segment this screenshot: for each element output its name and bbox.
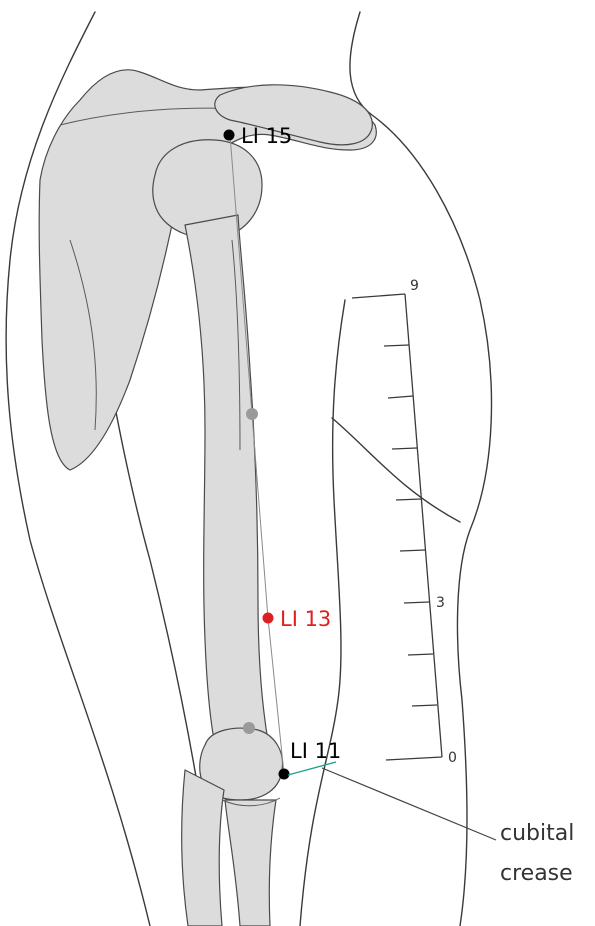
annotation-leader (322, 768, 496, 840)
scale-tick-1 (412, 705, 437, 706)
scale-tick-8 (384, 345, 409, 346)
proportional-scale: 9 3 0 (352, 278, 457, 766)
acupoint-li13-marker (263, 613, 274, 624)
scale-label-bottom: 0 (448, 750, 457, 766)
ulna (182, 770, 224, 926)
scale-tick-6 (392, 448, 417, 449)
acupoint-li15-label: LI 15 (241, 124, 292, 148)
scale-tick-7 (388, 396, 413, 398)
annotation-line-2: crease (500, 861, 573, 886)
scale-tick-5 (396, 499, 421, 500)
annotation-line-1: cubital (500, 821, 574, 846)
acupoint-li11-marker (279, 769, 290, 780)
scale-tick-3 (404, 602, 429, 603)
scale-bottom-bar (386, 757, 442, 760)
radius (225, 800, 276, 926)
scale-spine (405, 294, 442, 757)
chest-fold-outline (332, 418, 460, 522)
acupoint-li15-marker (224, 130, 235, 141)
acupoint-li13-label: LI 13 (280, 607, 331, 631)
scale-label-top: 9 (410, 278, 419, 294)
acupoint-li11-label: LI 11 (290, 739, 341, 763)
scale-tick-4 (400, 550, 425, 551)
scale-label-mid: 3 (436, 595, 445, 611)
scale-top-bar (352, 294, 405, 298)
guide-point-upper (246, 408, 258, 420)
guide-point-lower (243, 722, 255, 734)
cubital-crease-line (288, 762, 336, 775)
scale-tick-2 (408, 654, 433, 655)
